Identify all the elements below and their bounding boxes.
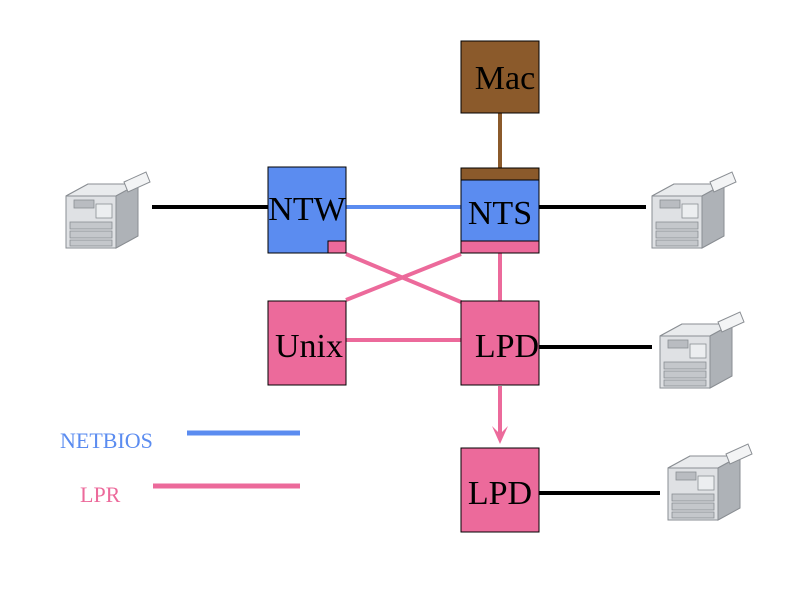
printer-icon[interactable] — [65, 171, 151, 249]
arrow-head-lpd2 — [492, 426, 508, 444]
node-nts-mac-band — [460, 167, 540, 181]
node-unix-label: Unix — [275, 328, 343, 365]
node-ntw[interactable] — [267, 166, 347, 254]
node-lpd-2-label: LPD — [468, 475, 532, 512]
node-mac[interactable] — [460, 40, 540, 114]
node-lpd-1-label: LPD — [475, 328, 539, 365]
printer-icon[interactable] — [659, 311, 745, 389]
link-nts-unix-lpr — [345, 252, 462, 302]
node-ntw-label: NTW — [268, 191, 346, 228]
node-ntw-lpr-tab — [327, 240, 347, 254]
legend-lpr-label: LPR — [80, 482, 121, 507]
node-mac-label: Mac — [475, 60, 535, 97]
node-unix[interactable] — [267, 300, 347, 386]
node-nts-label: NTS — [468, 195, 532, 232]
printer-icon[interactable] — [651, 171, 737, 249]
legend-netbios-label: NETBIOS — [60, 428, 153, 453]
printer-icon[interactable] — [667, 443, 753, 521]
node-lpd-1[interactable] — [460, 300, 540, 386]
node-lpd-2[interactable] — [460, 447, 540, 533]
node-nts-lpr-band — [460, 240, 540, 254]
